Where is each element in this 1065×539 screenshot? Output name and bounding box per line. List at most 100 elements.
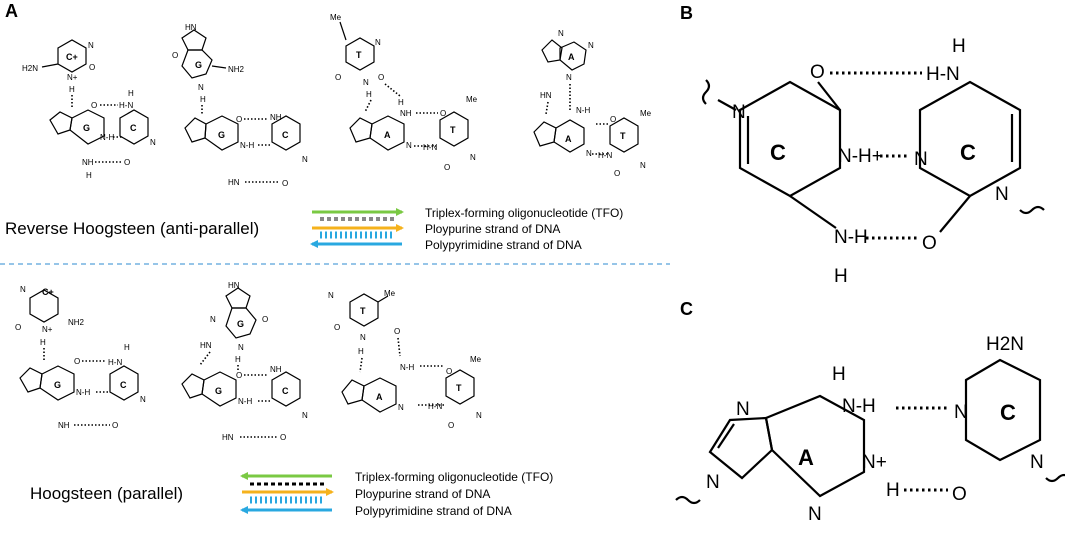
ring-label: G xyxy=(54,380,61,390)
svg-text:HN: HN xyxy=(540,91,552,100)
svg-text:H-N: H-N xyxy=(423,143,437,152)
svg-text:O: O xyxy=(446,367,452,376)
ring-label: G xyxy=(195,60,202,70)
svg-text:H: H xyxy=(200,95,206,104)
svg-text:O: O xyxy=(448,421,454,430)
svg-text:N-H: N-H xyxy=(576,106,590,115)
ring-label: G xyxy=(215,386,222,396)
svg-text:O: O xyxy=(810,62,825,83)
svg-text:H2N: H2N xyxy=(22,64,38,73)
panel-c-ac-pair: N N A N+ N N-H H H C H2N N N O xyxy=(675,334,1065,525)
svg-text:N: N xyxy=(808,504,822,525)
svg-text:Me: Me xyxy=(330,13,342,22)
svg-text:HN: HN xyxy=(200,341,212,350)
svg-text:N: N xyxy=(470,153,476,162)
ring-label-large: A xyxy=(798,445,814,470)
svg-text:NH: NH xyxy=(270,113,282,122)
legend-tfo-label-forward: Triplex-forming oligonucleotide (TFO) xyxy=(355,470,554,484)
panel-letter-a: A xyxy=(5,1,18,21)
triplet-reverse-ggc: G HN O NH2 N H G O N-H HN C NH N O xyxy=(172,23,308,188)
triplet-reverse-tat: T Me N O O N H A H NH N T O Me H-N O N xyxy=(330,13,478,172)
svg-text:H: H xyxy=(235,355,241,364)
ring-label: G xyxy=(237,319,244,329)
ring-label: C xyxy=(282,130,289,140)
panel-b-cc-pair: C N O N-H+ N-H H C N N O H-N H xyxy=(701,36,1045,287)
svg-text:NH: NH xyxy=(58,421,70,430)
svg-text:N: N xyxy=(995,184,1009,205)
svg-text:N-H: N-H xyxy=(400,363,414,372)
svg-text:N-H: N-H xyxy=(100,133,114,142)
ring-label: C+ xyxy=(66,52,78,62)
svg-text:HN: HN xyxy=(228,178,240,187)
svg-text:O: O xyxy=(236,371,242,380)
svg-text:Me: Me xyxy=(466,95,478,104)
triplet-forward-ggc: G HN O N HN N H G O N-H HN C NH N O xyxy=(181,281,308,442)
legend-purine-label-forward: Ploypurine strand of DNA xyxy=(355,487,491,501)
svg-text:HN: HN xyxy=(222,433,234,442)
svg-text:H2N: H2N xyxy=(986,334,1024,355)
svg-text:N-H+: N-H+ xyxy=(838,146,883,167)
svg-text:H: H xyxy=(886,480,900,501)
svg-text:N+: N+ xyxy=(42,325,53,334)
svg-text:N: N xyxy=(302,155,308,164)
svg-text:HN: HN xyxy=(185,23,197,32)
svg-text:H: H xyxy=(86,171,92,180)
legend-pyrimidine-label-reverse: Polypyrimidine strand of DNA xyxy=(425,238,582,252)
ring-label-large: C xyxy=(1000,400,1016,425)
svg-text:O: O xyxy=(334,323,340,332)
svg-text:H: H xyxy=(952,36,966,57)
triplet-reverse-aat: A N N HN N A N-H N T O Me H-N O N xyxy=(533,29,652,178)
ring-label: C xyxy=(120,380,127,390)
svg-text:O: O xyxy=(262,315,268,324)
ring-label: A xyxy=(376,392,383,402)
svg-text:N-H: N-H xyxy=(240,141,254,150)
ring-label: T xyxy=(450,125,456,135)
svg-text:NH: NH xyxy=(270,365,282,374)
svg-text:HN: HN xyxy=(228,281,240,290)
svg-text:N: N xyxy=(363,78,369,87)
svg-text:O: O xyxy=(922,233,937,254)
svg-text:N: N xyxy=(20,285,26,294)
svg-text:N: N xyxy=(398,403,404,412)
svg-text:N-H: N-H xyxy=(842,396,876,417)
svg-text:N+: N+ xyxy=(862,452,887,473)
svg-text:N: N xyxy=(360,333,366,342)
triplet-forward-cgc: C+ N O N+ NH2 H G O N-H NH C H-N H N O xyxy=(15,285,146,430)
legend-purine-label-reverse: Ploypurine strand of DNA xyxy=(425,222,561,236)
svg-text:NH: NH xyxy=(82,158,94,167)
svg-text:N: N xyxy=(954,402,968,423)
svg-text:N: N xyxy=(566,73,572,82)
ring-label-large: C xyxy=(770,140,786,165)
svg-text:H: H xyxy=(398,98,404,107)
svg-text:N: N xyxy=(328,291,334,300)
svg-text:Me: Me xyxy=(640,109,652,118)
ring-label: T xyxy=(456,383,462,393)
svg-text:N: N xyxy=(198,83,204,92)
ring-label: A xyxy=(568,52,575,62)
triplet-forward-tat: T N Me O N H O A N-H N T O Me H-N O N xyxy=(328,289,482,430)
ring-label: C xyxy=(130,123,137,133)
svg-text:N-H: N-H xyxy=(834,227,868,248)
svg-text:O: O xyxy=(74,357,80,366)
svg-text:O: O xyxy=(440,109,446,118)
svg-text:N: N xyxy=(706,472,720,493)
svg-text:N: N xyxy=(302,411,308,420)
svg-text:O: O xyxy=(112,421,118,430)
svg-text:O: O xyxy=(236,115,242,124)
svg-text:O: O xyxy=(15,323,21,332)
svg-text:N: N xyxy=(1030,452,1044,473)
svg-text:O: O xyxy=(952,484,967,505)
hoogsteen-title: Hoogsteen (parallel) xyxy=(30,484,184,503)
ring-label: T xyxy=(620,131,626,141)
svg-text:N: N xyxy=(586,149,592,158)
svg-text:H-N: H-N xyxy=(428,402,442,411)
ring-label: C+ xyxy=(42,287,54,297)
svg-text:H-N: H-N xyxy=(108,358,122,367)
reverse-hoogsteen-title: Reverse Hoogsteen (anti-parallel) xyxy=(5,219,260,238)
svg-text:Me: Me xyxy=(384,289,396,298)
svg-text:N-H: N-H xyxy=(76,388,90,397)
svg-text:O: O xyxy=(124,158,130,167)
svg-text:O: O xyxy=(610,115,616,124)
legend-tfo-label-reverse: Triplex-forming oligonucleotide (TFO) xyxy=(425,206,624,220)
svg-text:O: O xyxy=(378,73,384,82)
